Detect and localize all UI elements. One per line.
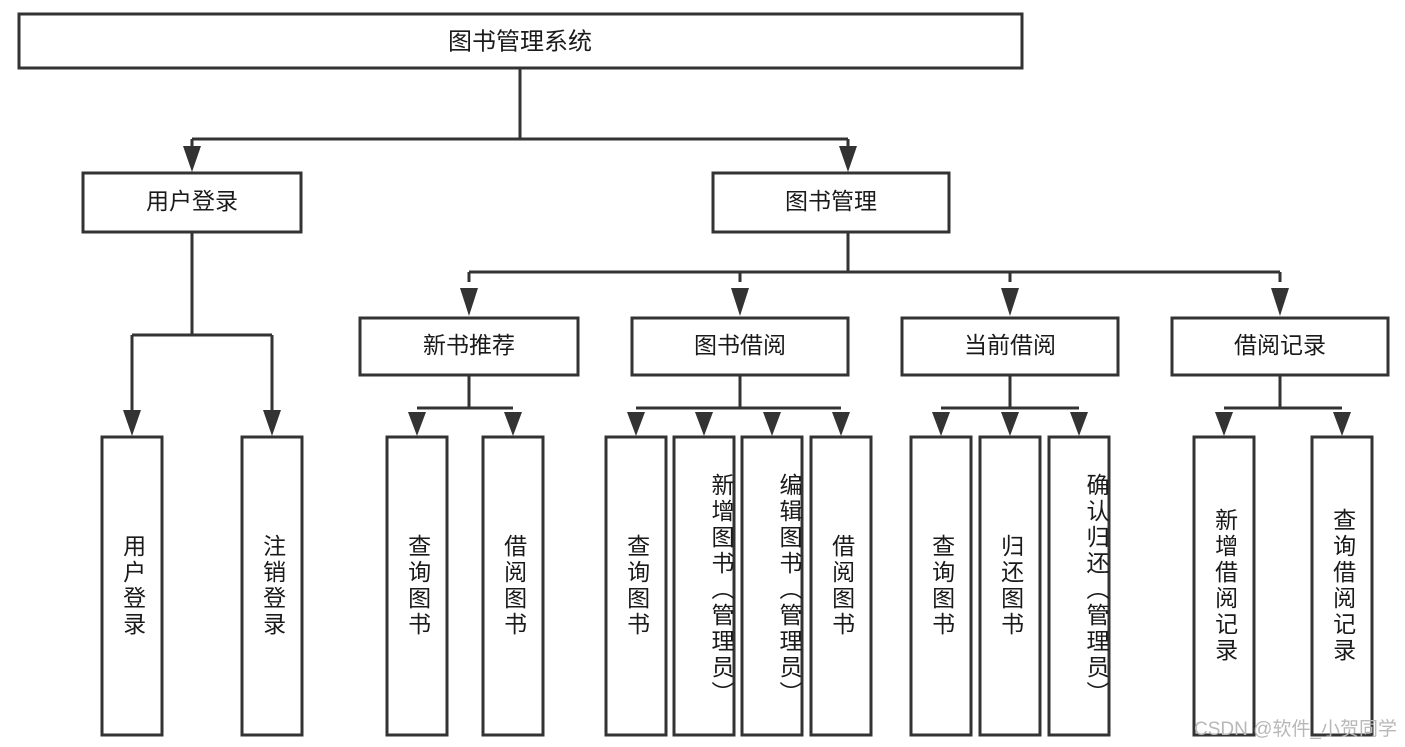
leaf-boxes-current-borrow	[909, 435, 1111, 737]
leaf-box-user-login-2[interactable]	[240, 435, 304, 737]
arrow-head-leaf	[504, 412, 522, 436]
leaf-box-book-borrow-3[interactable]	[740, 435, 804, 737]
leaf-box-current-borrow-2[interactable]	[978, 435, 1042, 737]
node-book-borrow-label: 图书借阅	[694, 332, 786, 358]
node-book-borrow[interactable]: 图书借阅	[630, 316, 850, 377]
connector-current-borrow-to-leaves	[932, 375, 1088, 436]
arrow-head-leaf	[263, 410, 281, 436]
leaf-box-book-borrow-2[interactable]	[672, 435, 736, 737]
node-user-login-label: 用户登录	[146, 188, 238, 214]
arrow-head-leaf	[1333, 412, 1351, 436]
node-borrow-record-label: 借阅记录	[1234, 332, 1326, 358]
node-book-manage[interactable]: 图书管理	[711, 171, 951, 234]
node-new-book-recommend[interactable]: 新书推荐	[358, 316, 580, 377]
node-new-book-recommend-label: 新书推荐	[423, 332, 515, 358]
node-current-borrow-label: 当前借阅	[964, 332, 1056, 358]
arrow-head-level3	[731, 288, 749, 316]
arrow-head-leaf	[408, 412, 426, 436]
leaf-box-new-book-2[interactable]	[481, 435, 545, 737]
leaf-box-book-borrow-1[interactable]	[604, 435, 668, 737]
leaf-boxes-new-book-recommend	[385, 435, 545, 737]
arrow-head-user-login	[183, 146, 201, 172]
leaf-box-current-borrow-3[interactable]	[1047, 435, 1111, 737]
node-book-manage-label: 图书管理	[785, 188, 877, 214]
node-user-login[interactable]: 用户登录	[81, 171, 303, 234]
connector-new-book-to-leaves	[408, 375, 522, 436]
node-current-borrow[interactable]: 当前借阅	[900, 316, 1120, 377]
connector-book-borrow-to-leaves	[627, 375, 850, 436]
leaf-box-book-borrow-4[interactable]	[809, 435, 873, 737]
arrow-head-leaf	[832, 412, 850, 436]
arrow-head-leaf	[763, 412, 781, 436]
arrow-head-leaf	[695, 412, 713, 436]
node-root-label: 图书管理系统	[448, 28, 592, 55]
arrow-head-leaf	[1070, 412, 1088, 436]
arrow-head-leaf	[123, 410, 141, 436]
leaf-box-new-book-1[interactable]	[385, 435, 449, 737]
arrow-head-leaf	[627, 412, 645, 436]
arrow-head-leaf	[1001, 412, 1019, 436]
leaf-box-borrow-record-2[interactable]	[1310, 435, 1374, 737]
arrow-head-leaf	[932, 412, 950, 436]
connector-root-to-level2	[183, 68, 857, 172]
connector-book-manage-to-level3	[460, 232, 1289, 316]
leaf-boxes-book-borrow	[604, 435, 873, 737]
connector-borrow-record-to-leaves	[1215, 375, 1351, 436]
node-root-system[interactable]: 图书管理系统	[17, 12, 1024, 70]
node-borrow-record[interactable]: 借阅记录	[1170, 316, 1390, 377]
leaf-boxes-user-login	[100, 435, 304, 737]
leaf-box-user-login-1[interactable]	[100, 435, 164, 737]
leaf-boxes-borrow-record	[1192, 435, 1374, 737]
arrow-head-level3	[460, 288, 478, 316]
arrow-head-book-manage	[839, 146, 857, 172]
arrow-head-level3	[1001, 288, 1019, 316]
leaf-box-borrow-record-1[interactable]	[1192, 435, 1256, 737]
connector-user-login-to-leaves	[123, 232, 281, 436]
csdn-watermark: CSDN @软件_小贺同学	[1194, 719, 1397, 740]
arrow-head-leaf	[1215, 412, 1233, 436]
leaf-box-current-borrow-1[interactable]	[909, 435, 973, 737]
arrow-head-level3	[1271, 288, 1289, 316]
